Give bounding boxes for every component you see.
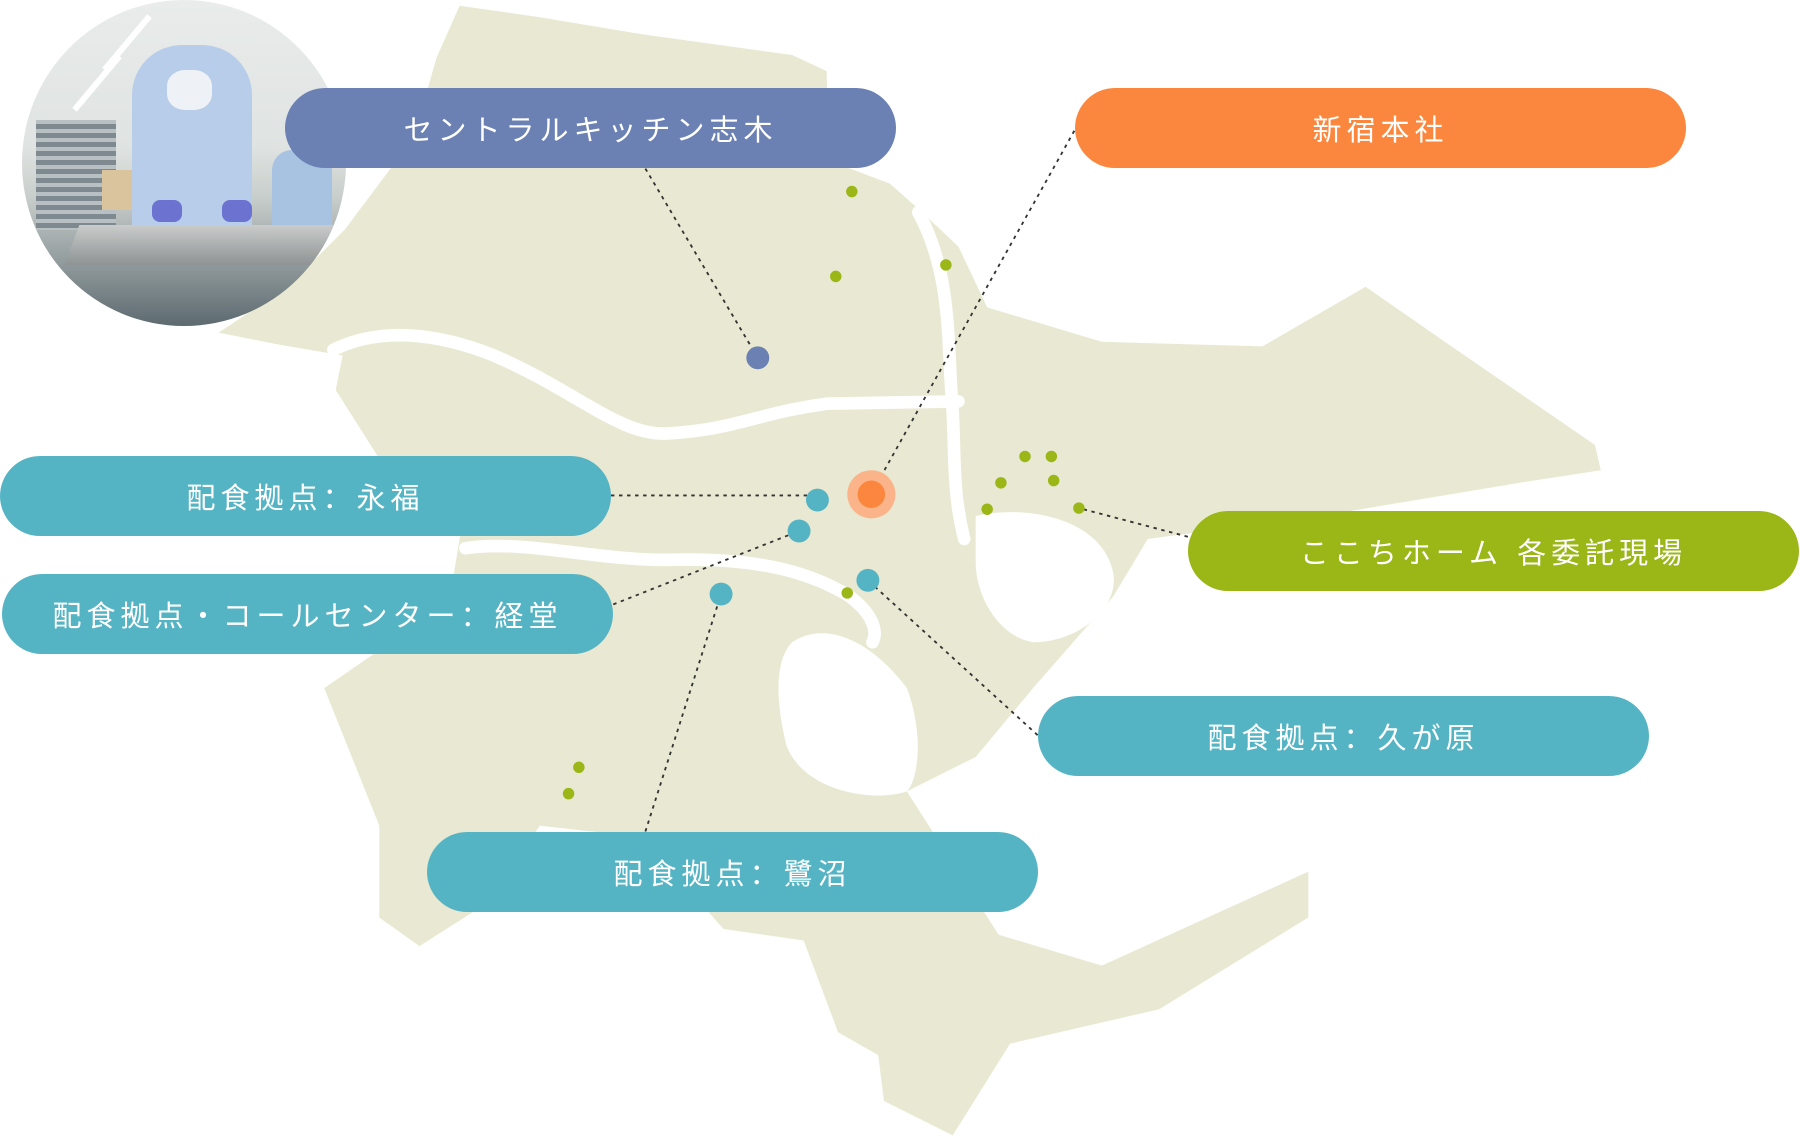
site-marker[interactable]: [995, 477, 1007, 489]
leader-line-saginuma: [644, 593, 722, 832]
leader-line-shinjuku: [873, 130, 1076, 488]
kyodo-marker[interactable]: [787, 519, 811, 543]
site-marker[interactable]: [830, 270, 842, 283]
river: [327, 328, 965, 440]
central-kitchen-photo: [22, 0, 346, 326]
shinjuku-marker[interactable]: [857, 480, 886, 509]
site-marker[interactable]: [1045, 450, 1058, 463]
leader-line-kugahara: [867, 579, 1039, 736]
site-marker[interactable]: [841, 587, 853, 599]
leader-lines: [610, 130, 1189, 832]
site-marker[interactable]: [981, 503, 993, 515]
kokochi-home-markers: [562, 185, 1085, 800]
label-text: 配食拠点：久が原: [1207, 721, 1480, 755]
label-shinjuku-headquarters[interactable]: 新宿本社: [1075, 88, 1686, 168]
river: [912, 205, 971, 546]
label-text: セントラルキッチン志木: [403, 113, 778, 147]
site-marker[interactable]: [846, 185, 858, 198]
label-text: ここちホーム 各委託現場: [1299, 536, 1688, 570]
eifuku-marker[interactable]: [805, 488, 829, 512]
lake: [778, 633, 918, 796]
site-marker[interactable]: [1047, 474, 1060, 487]
river: [459, 539, 881, 649]
label-saginuma[interactable]: 配食拠点：鷺沼: [427, 832, 1038, 912]
kugahara-marker[interactable]: [856, 568, 880, 592]
saginuma-marker[interactable]: [709, 582, 733, 606]
label-text: 配食拠点：永福: [186, 481, 425, 515]
label-central-kitchen-shiki[interactable]: セントラルキッチン志木: [285, 88, 896, 168]
leader-line-kokochi: [1078, 507, 1189, 538]
label-text: 新宿本社: [1312, 113, 1449, 147]
label-text: 配食拠点・コールセンター：経堂: [52, 599, 563, 633]
label-kyodo[interactable]: 配食拠点・コールセンター：経堂: [2, 574, 613, 654]
site-marker[interactable]: [940, 259, 952, 271]
label-kokochi-home[interactable]: ここちホーム 各委託現場: [1188, 511, 1799, 591]
site-marker[interactable]: [1019, 450, 1031, 463]
site-marker[interactable]: [562, 787, 575, 800]
site-marker[interactable]: [573, 761, 585, 773]
kitchen-marker[interactable]: [746, 346, 770, 370]
label-eifuku[interactable]: 配食拠点：永福: [0, 456, 611, 536]
label-text: 配食拠点：鷺沼: [613, 857, 852, 891]
label-kugahara[interactable]: 配食拠点：久が原: [1038, 696, 1649, 776]
map-land: [218, 5, 1601, 1136]
bay: [975, 512, 1114, 643]
leader-line-kyodo: [612, 530, 800, 606]
site-marker[interactable]: [1073, 502, 1085, 514]
